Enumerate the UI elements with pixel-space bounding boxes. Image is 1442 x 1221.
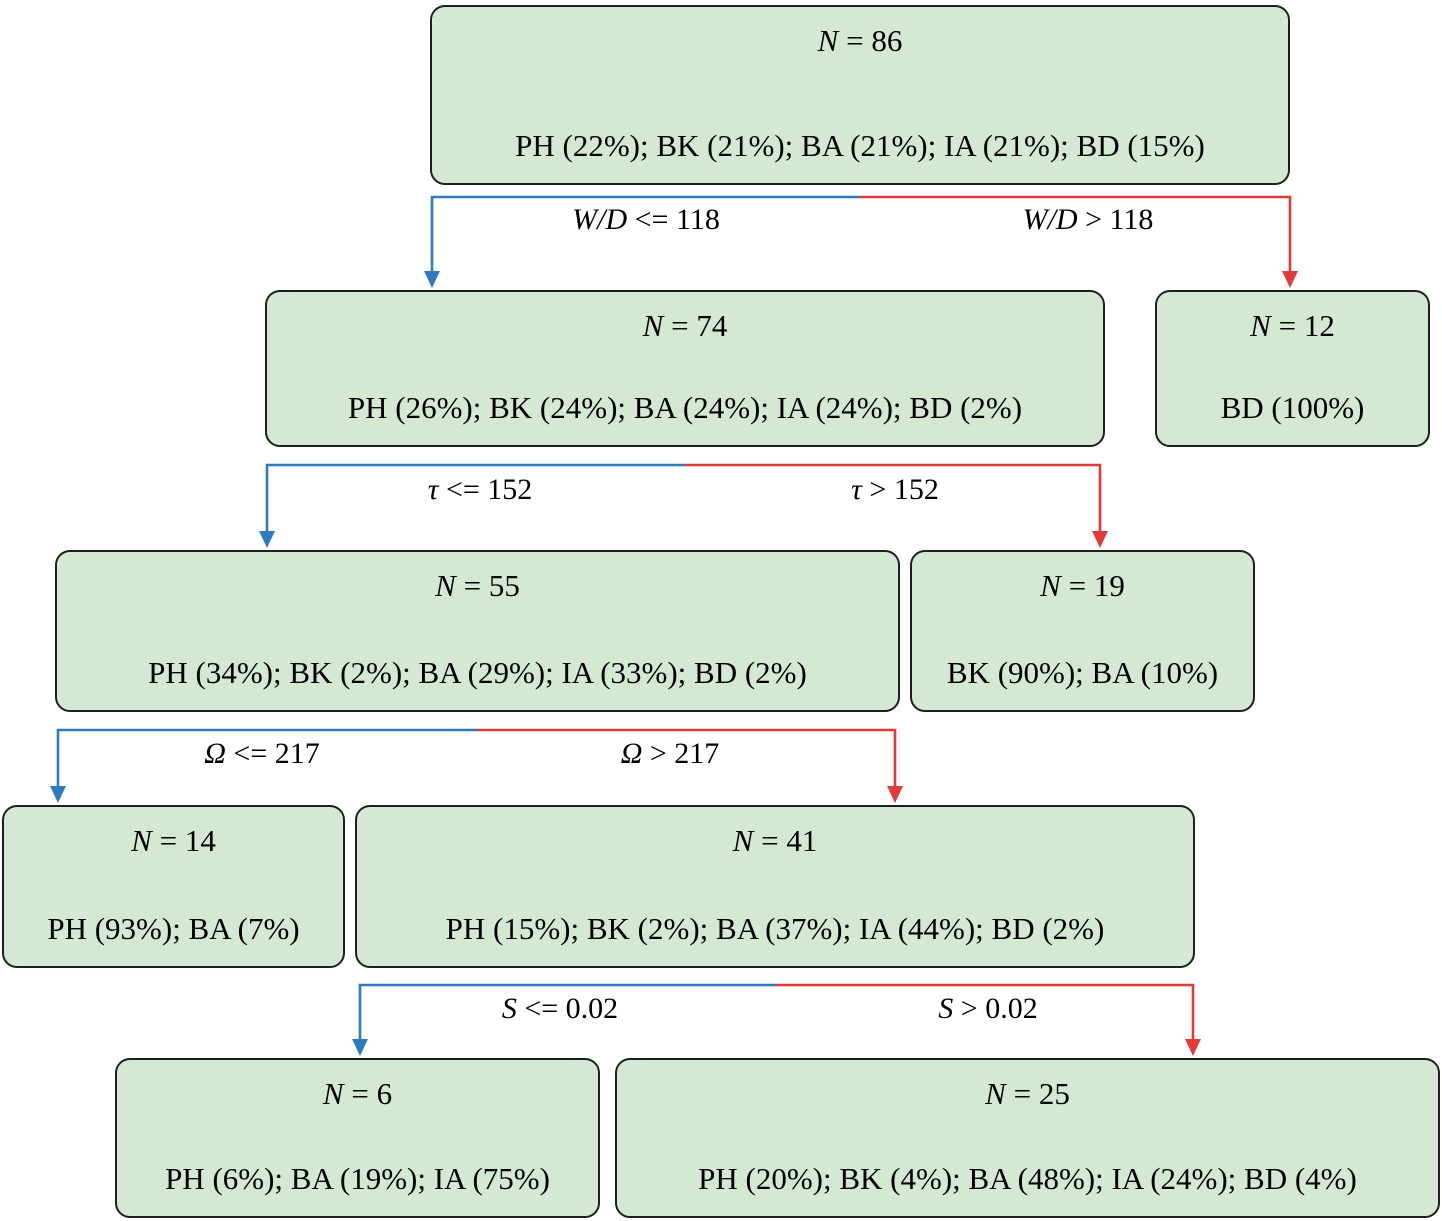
arrowhead-left-2 xyxy=(259,531,275,548)
node-class-distribution: PH (34%); BK (2%); BA (29%); IA (33%); B… xyxy=(148,654,807,690)
node-sample-count: N = 19 xyxy=(1040,568,1125,603)
node-sample-count: N = 86 xyxy=(817,23,903,58)
tree-node-n14: N = 14 PH (93%); BA (7%) xyxy=(2,805,345,968)
branch-line-left-3 xyxy=(56,728,477,789)
node-sample-count: N = 74 xyxy=(642,308,728,343)
split-condition: <= 118 xyxy=(627,203,720,236)
n-symbol: N xyxy=(322,1076,344,1111)
node-sample-count: N = 25 xyxy=(985,1076,1070,1111)
n-value: = 25 xyxy=(1005,1076,1070,1111)
arrowhead-right-2 xyxy=(1092,531,1108,548)
n-symbol: N xyxy=(131,823,152,858)
n-symbol: N xyxy=(435,568,456,603)
n-symbol: N xyxy=(1040,568,1061,603)
tree-node-n55: N = 55 PH (34%); BK (2%); BA (29%); IA (… xyxy=(55,550,900,712)
tree-node-root: N = 86 PH (22%); BK (21%); BA (21%); IA … xyxy=(430,5,1290,185)
n-value: = 86 xyxy=(838,23,903,58)
arrowhead-left-3 xyxy=(50,786,66,803)
split-variable: Ω xyxy=(620,737,643,770)
node-class-distribution: PH (93%); BA (7%) xyxy=(47,910,300,946)
branch-line-right-3 xyxy=(477,728,897,789)
arrowhead-right-3 xyxy=(887,786,903,803)
split-variable: S xyxy=(501,992,517,1025)
node-class-distribution: PH (6%); BA (19%); IA (75%) xyxy=(165,1160,550,1196)
split-variable: Ω xyxy=(204,737,226,770)
edge-label-tau-left: τ <= 152 xyxy=(428,473,533,506)
split-variable: τ xyxy=(851,473,862,506)
arrowhead-right-1 xyxy=(1282,271,1298,288)
n-symbol: N xyxy=(642,308,664,343)
n-value: = 12 xyxy=(1270,308,1335,343)
tree-node-n12: N = 12 BD (100%) xyxy=(1155,290,1430,447)
branch-line-right-1 xyxy=(860,195,1292,274)
node-class-distribution: PH (15%); BK (2%); BA (37%); IA (44%); B… xyxy=(445,910,1105,946)
edge-label-wd-right: W/D > 118 xyxy=(1023,203,1154,236)
split-variable: W/D xyxy=(572,203,628,236)
n-symbol: N xyxy=(1250,308,1271,343)
split-condition: <= 0.02 xyxy=(516,992,619,1025)
tree-node-n41: N = 41 PH (15%); BK (2%); BA (37%); IA (… xyxy=(355,805,1195,968)
node-sample-count: N = 55 xyxy=(435,568,520,603)
node-sample-count: N = 14 xyxy=(131,823,216,858)
branch-line-right-4 xyxy=(775,983,1195,1042)
tree-node-n25: N = 25 PH (20%); BK (4%); BA (48%); IA (… xyxy=(615,1058,1440,1218)
edge-label-s-left: S <= 0.02 xyxy=(502,992,618,1025)
split-variable: S xyxy=(938,992,954,1025)
n-value: = 19 xyxy=(1060,568,1125,603)
split-condition: > 118 xyxy=(1077,203,1154,236)
tree-node-n19: N = 19 BK (90%); BA (10%) xyxy=(910,550,1255,712)
split-condition: > 217 xyxy=(642,737,720,770)
arrowhead-right-4 xyxy=(1185,1039,1201,1056)
edge-label-omega-left: Ω <= 217 xyxy=(204,737,320,770)
branch-line-left-1 xyxy=(430,195,860,274)
node-class-distribution: PH (20%); BK (4%); BA (48%); IA (24%); B… xyxy=(698,1160,1357,1196)
n-value: = 14 xyxy=(151,823,216,858)
branch-line-right-2 xyxy=(685,463,1102,534)
node-class-distribution: PH (22%); BK (21%); BA (21%); IA (21%); … xyxy=(515,127,1205,163)
arrowhead-left-1 xyxy=(424,271,440,288)
edge-label-omega-right: Ω > 217 xyxy=(621,737,720,770)
n-value: = 6 xyxy=(343,1076,393,1111)
split-condition: <= 217 xyxy=(225,737,320,770)
split-variable: τ xyxy=(427,473,439,506)
edge-label-s-right: S > 0.02 xyxy=(938,992,1037,1025)
arrowhead-left-4 xyxy=(352,1039,368,1056)
n-symbol: N xyxy=(732,823,754,858)
node-sample-count: N = 41 xyxy=(732,823,818,858)
tree-node-n6: N = 6 PH (6%); BA (19%); IA (75%) xyxy=(115,1058,600,1218)
edge-label-wd-left: W/D <= 118 xyxy=(572,203,720,236)
node-class-distribution: BK (90%); BA (10%) xyxy=(946,654,1219,690)
tree-node-n74: N = 74 PH (26%); BK (24%); BA (24%); IA … xyxy=(265,290,1105,447)
split-variable: W/D xyxy=(1022,203,1078,236)
edge-label-tau-right: τ > 152 xyxy=(851,473,939,506)
split-condition: <= 152 xyxy=(438,473,533,506)
node-sample-count: N = 12 xyxy=(1250,308,1335,343)
split-condition: > 152 xyxy=(861,473,939,506)
node-class-distribution: PH (26%); BK (24%); BA (24%); IA (24%); … xyxy=(347,389,1023,425)
branch-line-left-4 xyxy=(358,983,775,1042)
node-sample-count: N = 6 xyxy=(322,1076,393,1111)
n-value: = 74 xyxy=(663,308,728,343)
branch-line-left-2 xyxy=(265,463,685,534)
n-value: = 55 xyxy=(455,568,520,603)
n-symbol: N xyxy=(817,23,839,58)
split-condition: > 0.02 xyxy=(953,992,1038,1025)
n-symbol: N xyxy=(985,1076,1006,1111)
n-value: = 41 xyxy=(753,823,818,858)
node-class-distribution: BD (100%) xyxy=(1220,389,1365,425)
